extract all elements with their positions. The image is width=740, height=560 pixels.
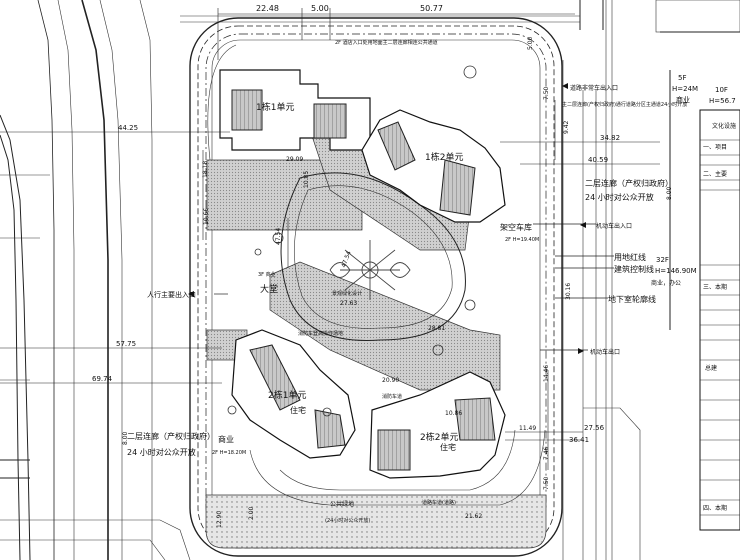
bottom-curve-road bbox=[249, 429, 546, 506]
label-corridor-right-2: 24 小时对公众开放 bbox=[585, 192, 654, 202]
dim-top-2: 5.00 bbox=[311, 4, 329, 13]
label-vehicle-entrance: 机动车出入口 bbox=[596, 222, 632, 230]
dim-14-46: 14.46 bbox=[543, 365, 550, 382]
dim-7-46: 7.46 bbox=[543, 446, 550, 460]
dim-28-81: 28.81 bbox=[428, 325, 445, 332]
table-title: 文化设施 bbox=[712, 122, 736, 130]
label-commercial-height: 2F H=18.20M bbox=[212, 450, 246, 456]
entrance-arrows bbox=[188, 83, 586, 354]
label-tower-1: 1栋1单元 bbox=[256, 101, 294, 113]
dim-12-90: 12.90 bbox=[216, 511, 223, 528]
table-row-4: 总建 bbox=[705, 364, 717, 372]
dim-40-59: 40.59 bbox=[588, 156, 608, 164]
right-road bbox=[562, 60, 641, 560]
label-fire-access: 消防车登高操作场地 bbox=[298, 330, 343, 337]
site-boundary bbox=[189, 17, 563, 557]
tree-markers bbox=[227, 65, 477, 417]
dim-21-62: 21.62 bbox=[465, 513, 482, 520]
inner-fire-lane bbox=[280, 172, 466, 341]
label-vehicle-entry-top: 道路非常车出入口 bbox=[570, 84, 618, 92]
dim-34-82: 34.82 bbox=[600, 134, 620, 142]
dim-36-41: 36.41 bbox=[569, 436, 589, 444]
label-note-right: 主二层连廊(产权归政府)通行道路分区主通道24小时开放 bbox=[562, 101, 687, 108]
dim-47-54-b: 47.54 bbox=[340, 250, 353, 269]
table-row-3: 三、本期 bbox=[703, 283, 727, 291]
label-public-green: 公共绿地 bbox=[330, 500, 354, 508]
label-hall-sub: 3F 商业 bbox=[258, 271, 276, 278]
table-row-5: 四、本期 bbox=[703, 504, 727, 512]
dim-29-09: 29.09 bbox=[286, 156, 303, 163]
label-corridor-left-2: 24 小时对公众开放 bbox=[127, 447, 196, 457]
label-green-feature: 景观绿化设计 bbox=[332, 290, 362, 297]
dim-2-00: 2.00 bbox=[248, 506, 255, 520]
label-residence-2: 住宅 bbox=[440, 442, 456, 452]
dim-44-25: 44.25 bbox=[118, 124, 138, 132]
right-tall-building bbox=[655, 0, 740, 330]
legend-leaders bbox=[214, 223, 614, 351]
hatched-zones bbox=[206, 129, 501, 391]
public-green-band bbox=[205, 494, 547, 549]
dim-7-50-b: 7.50 bbox=[543, 476, 550, 490]
tag-5f: 5F bbox=[678, 74, 686, 82]
label-tower-3: 2栋1单元 bbox=[268, 389, 306, 401]
label-vehicle-exit: 机动车出口 bbox=[590, 348, 620, 356]
left-neighbor-area bbox=[0, 0, 191, 560]
label-fire-lane: 消防车道 bbox=[382, 393, 402, 400]
legend-control-line: 建筑控制线 bbox=[614, 264, 654, 274]
dimension-lines bbox=[0, 8, 660, 470]
info-table bbox=[699, 109, 740, 531]
dim-10-66: 10.66 bbox=[203, 208, 210, 225]
tag-5f-height: H=24M bbox=[672, 85, 698, 93]
dim-10-05: 10.05 bbox=[303, 171, 310, 188]
tower-2-unit-1 bbox=[231, 329, 356, 459]
dim-69-74: 69.74 bbox=[92, 375, 113, 383]
dim-10-86: 10.86 bbox=[445, 410, 462, 417]
legend-red-line: 用地红线 bbox=[614, 252, 646, 262]
dim-57-75: 57.75 bbox=[116, 340, 136, 348]
label-pedestrian-entrance: 人行主要出入口 bbox=[147, 290, 196, 299]
dim-5-00: 5.00 bbox=[527, 36, 534, 50]
dim-8-00-b: 8.00 bbox=[122, 431, 129, 445]
top-note: 2F 酒店入口处用地面主二层连廊相连公共通道 bbox=[335, 39, 438, 46]
tower-1-unit-2 bbox=[361, 109, 506, 223]
dim-47-54: 47.54 bbox=[275, 228, 282, 245]
tag-10f: 10F bbox=[715, 86, 728, 94]
dim-9-42: 9.42 bbox=[563, 120, 570, 134]
dim-20-90: 20.90 bbox=[382, 377, 399, 384]
label-hall: 大堂 bbox=[260, 283, 278, 295]
label-tower-2: 1栋2单元 bbox=[425, 151, 463, 163]
label-road-bottom: 道路车道(道路) bbox=[422, 499, 456, 506]
dim-top-3: 50.77 bbox=[420, 4, 443, 13]
label-residence-1: 住宅 bbox=[290, 405, 306, 415]
tag-10f-height: H=56.7 bbox=[709, 97, 736, 105]
table-row-1: 一、项目 bbox=[703, 144, 727, 151]
dim-11-49: 11.49 bbox=[519, 425, 536, 432]
label-elevated-garage-height: 2F H=19.40M bbox=[505, 237, 539, 243]
tag-32f-height: H=146.90M bbox=[655, 267, 697, 275]
dim-18-18: 18.18 bbox=[202, 161, 209, 178]
label-tower-4: 2栋2单元 bbox=[420, 431, 458, 443]
tag-32f: 32F bbox=[656, 256, 669, 264]
tower-2-unit-2 bbox=[369, 371, 506, 479]
dim-27-56: 27.56 bbox=[584, 424, 605, 432]
landscape-star bbox=[329, 240, 411, 300]
label-commercial: 商业 bbox=[218, 434, 234, 444]
tag-5f-use: 商业 bbox=[676, 95, 690, 104]
label-corridor-right-1: 二层连廊（产权归政府） bbox=[585, 178, 673, 188]
dim-8-00: 8.00 bbox=[666, 186, 673, 200]
table-row-2: 二、主要 bbox=[703, 170, 727, 178]
tower-1-unit-1 bbox=[219, 69, 371, 151]
label-public-green-2: (24小时对公众开放) bbox=[325, 517, 370, 524]
label-elevated-garage: 架空车库 bbox=[500, 222, 532, 232]
legend-basement: 地下室轮廓线 bbox=[608, 294, 656, 304]
dim-30-16: 30.16 bbox=[565, 283, 572, 300]
dim-7-50: 7.50 bbox=[543, 86, 550, 100]
dim-27-63: 27.63 bbox=[340, 300, 357, 307]
top-road bbox=[180, 0, 613, 560]
label-corridor-left-1: 二层连廊（产权归政府） bbox=[127, 431, 215, 441]
dim-top-1: 22.48 bbox=[256, 4, 279, 13]
tag-32f-use: 商业，办公 bbox=[651, 279, 681, 287]
